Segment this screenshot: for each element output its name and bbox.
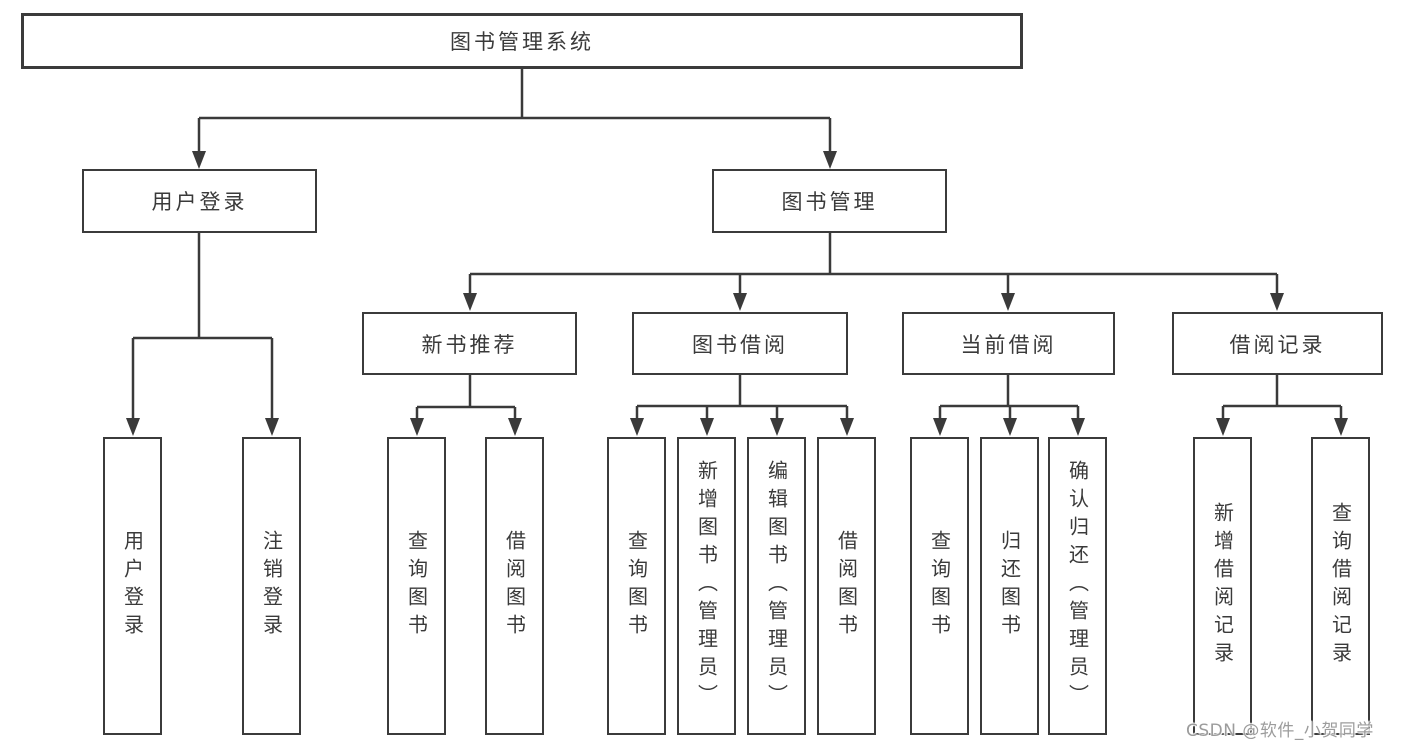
leaf-confirm-return-admin: 确认归还（管理员）: [1048, 437, 1107, 735]
leaf-label: 查询图书: [404, 530, 429, 642]
leaf-query-books-recommend: 查询图书: [387, 437, 446, 735]
leaf-label: 编辑图书（管理员）: [764, 460, 789, 712]
leaf-user-login: 用户登录: [103, 437, 162, 735]
leaf-edit-books-admin: 编辑图书（管理员）: [747, 437, 806, 735]
node-borrowing-records: 借阅记录: [1172, 312, 1383, 375]
node-label: 借阅记录: [1229, 332, 1326, 357]
csdn-watermark: CSDN @软件_小贺同学: [1186, 721, 1374, 741]
node-book-borrowing: 图书借阅: [632, 312, 848, 375]
leaf-return-books: 归还图书: [980, 437, 1039, 735]
node-user-login: 用户登录: [82, 169, 317, 233]
node-label: 当前借阅: [960, 332, 1057, 357]
node-library-management-system: 图书管理系统: [21, 13, 1023, 69]
node-new-book-recommendation: 新书推荐: [362, 312, 577, 375]
leaf-query-borrow-record: 查询借阅记录: [1311, 437, 1370, 735]
leaf-label: 查询借阅记录: [1328, 502, 1353, 670]
leaf-add-borrow-record: 新增借阅记录: [1193, 437, 1252, 735]
leaf-label: 归还图书: [997, 530, 1022, 642]
arrowheads: [126, 151, 1348, 436]
leaf-borrow-books-recommend: 借阅图书: [485, 437, 544, 735]
leaf-query-books-current: 查询图书: [910, 437, 969, 735]
node-book-management: 图书管理: [712, 169, 947, 233]
leaf-query-books-borrowing: 查询图书: [607, 437, 666, 735]
leaf-logout: 注销登录: [242, 437, 301, 735]
node-label: 新书推荐: [421, 332, 518, 357]
leaf-label: 用户登录: [120, 530, 145, 642]
node-label: 图书管理: [781, 190, 878, 214]
leaf-label: 新增图书（管理员）: [694, 460, 719, 712]
node-label: 用户登录: [151, 190, 248, 214]
node-label: 图书借阅: [692, 332, 788, 357]
leaf-add-books-admin: 新增图书（管理员）: [677, 437, 736, 735]
leaf-label: 新增借阅记录: [1210, 502, 1235, 670]
leaf-label: 查询图书: [927, 530, 952, 642]
leaf-label: 确认归还（管理员）: [1065, 460, 1090, 712]
leaf-label: 注销登录: [259, 530, 284, 642]
leaf-label: 查询图书: [624, 530, 649, 642]
leaf-label: 借阅图书: [834, 530, 859, 642]
leaf-label: 借阅图书: [502, 530, 527, 642]
leaf-borrow-books-borrowing: 借阅图书: [817, 437, 876, 735]
node-label: 图书管理系统: [450, 30, 594, 54]
node-current-borrowing: 当前借阅: [902, 312, 1115, 375]
